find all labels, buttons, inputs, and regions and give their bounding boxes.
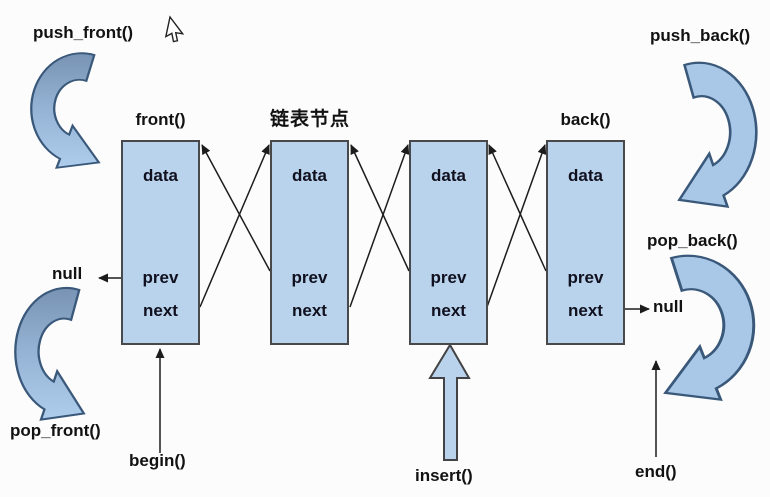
node-data-field: data — [292, 166, 327, 185]
insert-label: insert() — [415, 466, 473, 485]
list-node-2: data prev next — [270, 140, 349, 345]
node-data-field: data — [143, 166, 178, 185]
node-next-field: next — [292, 301, 327, 320]
pointer-line-node1-next — [199, 144, 270, 308]
begin-label: begin() — [129, 451, 186, 470]
null-right-label: null — [653, 297, 684, 316]
pointer-line-node3-prev — [350, 144, 410, 272]
node-title-label: 链表节点 — [269, 109, 350, 130]
pop-front-arrow — [14, 286, 86, 421]
node-data-field: data — [431, 166, 466, 185]
list-node-1: data prev next — [121, 140, 200, 345]
node-prev-field: prev — [291, 268, 328, 287]
pop-back-label: pop_back() — [647, 231, 738, 250]
back-label: back() — [560, 110, 611, 129]
push-front-label: push_front() — [33, 23, 134, 42]
node-next-field: next — [143, 301, 178, 320]
insert-arrow — [428, 343, 471, 461]
pop-front-label: pop_front() — [10, 421, 101, 440]
pointer-line-node2-next — [349, 144, 410, 308]
pointer-line-node3-next — [486, 144, 547, 308]
list-node-4: data prev next — [546, 140, 625, 345]
node-prev-field: prev — [142, 268, 179, 287]
pointer-line-node4-prev — [488, 144, 547, 272]
pop-back-arrow — [664, 254, 756, 402]
end-label: end() — [635, 462, 677, 481]
pointer-line-node2-prev — [201, 144, 271, 272]
node-prev-field: prev — [567, 268, 604, 287]
list-node-3: data prev next — [409, 140, 488, 345]
node-data-field: data — [568, 166, 603, 185]
push-back-arrow — [678, 61, 758, 208]
node-next-field: next — [568, 301, 603, 320]
push-back-label: push_back() — [650, 26, 751, 45]
node-prev-field: prev — [430, 268, 467, 287]
mouse-pointer-icon — [164, 15, 185, 43]
node-next-field: next — [431, 301, 466, 320]
push-front-arrow — [30, 52, 101, 169]
null-left-label: null — [52, 264, 83, 283]
front-label: front() — [135, 110, 186, 129]
